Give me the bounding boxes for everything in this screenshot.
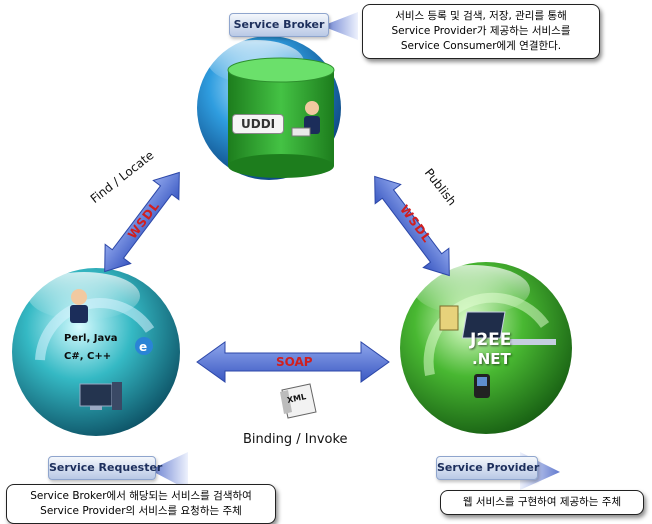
requester-person-icon: [70, 289, 88, 323]
broker-description-callout: 서비스 등록 및 검색, 저장, 관리를 통해 Service Provider…: [362, 4, 600, 59]
smartphone-icon: [474, 374, 490, 398]
requester-description-line-1: Service Broker에서 해당되는 서비스를 검색하여: [30, 490, 252, 502]
service-broker-tag: Service Broker: [229, 13, 329, 37]
provider-description-line-1: 웹 서비스를 구현하여 제공하는 주체: [462, 496, 622, 508]
binding-invoke-caption: Binding / Invoke: [243, 432, 348, 447]
xml-document-icon: [280, 383, 317, 419]
language-label-1: Perl, Java: [64, 333, 118, 344]
broker-person-icon: [291, 101, 320, 137]
desktop-computer-icon: [79, 382, 122, 410]
requester-description-line-2: Service Provider의 서비스를 요청하는 주체: [40, 505, 242, 517]
laptop-icon: [461, 311, 556, 345]
find-locate-arrow: [104, 171, 180, 273]
browser-icon: e: [135, 337, 153, 355]
requester-sphere: e: [12, 268, 180, 436]
server-icon: [439, 305, 459, 331]
platform-label-1: J2EE: [470, 330, 512, 350]
requester-pointer-arrow: [150, 452, 188, 490]
service-provider-tag: Service Provider: [436, 456, 539, 480]
platform-label-2: .NET: [472, 350, 511, 368]
bottom-protocol-label: SOAP: [276, 355, 313, 369]
broker-sphere: [197, 36, 341, 180]
provider-sphere: [400, 262, 572, 434]
uddi-label: UDDI: [232, 114, 285, 134]
broker-description-line-2: Service Provider가 제공하는 서비스를: [391, 25, 571, 37]
broker-description-line-3: Service Consumer에게 연결한다.: [400, 40, 562, 52]
binding-invoke-arrow: [196, 341, 390, 383]
requester-description-callout: Service Broker에서 해당되는 서비스를 검색하여 Service …: [6, 484, 276, 524]
language-label-2: C#, C++: [64, 351, 112, 362]
broker-pointer-arrow: [322, 12, 358, 40]
svg-text:e: e: [139, 340, 147, 354]
provider-description-callout: 웹 서비스를 구현하여 제공하는 주체: [440, 490, 644, 515]
broker-description-line-1: 서비스 등록 및 검색, 저장, 관리를 통해: [395, 10, 567, 22]
publish-arrow: [374, 175, 450, 277]
service-requester-tag: Service Requester: [48, 456, 162, 480]
